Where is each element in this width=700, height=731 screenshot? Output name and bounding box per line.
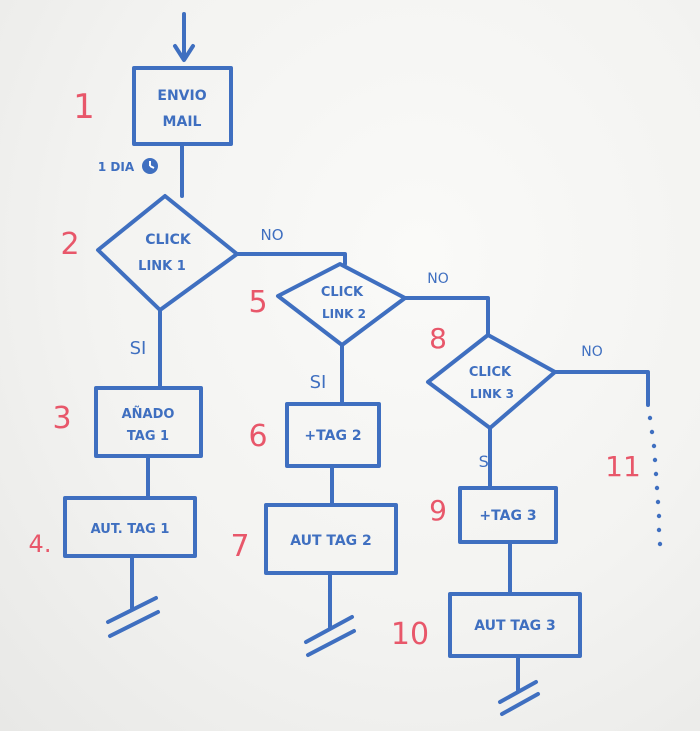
node-6-line1: +TAG 2: [304, 428, 361, 444]
ground-terminal-icon: [106, 554, 160, 638]
node-4-line1: AUT. TAG 1: [91, 522, 170, 537]
clock-icon: [142, 158, 158, 174]
node-8-line2: LINK 3: [470, 387, 514, 401]
node-7-number: 7: [230, 529, 249, 564]
node-9-line1: +TAG 3: [479, 508, 536, 524]
node-3-line1: AÑADO: [122, 406, 175, 422]
edge-5-6-label: SI: [310, 372, 327, 393]
node-4-number: 4.: [29, 530, 52, 558]
edge-2-3-label: SI: [130, 338, 147, 359]
edge-8-11-label: NO: [581, 344, 603, 360]
node-10-line1: AUT TAG 3: [474, 618, 556, 634]
entry-arrow: [173, 12, 195, 62]
node-2-number: 2: [60, 227, 79, 262]
node-5-line2: LINK 2: [322, 307, 366, 321]
node-1-line1: ENVIO: [157, 88, 206, 104]
node-2-line2: LINK 1: [138, 259, 186, 274]
node-4-automation-tag-1: AUT. TAG 1: [63, 496, 197, 558]
node-7-line1: AUT TAG 2: [290, 533, 372, 549]
node-2-decision-click-link-1: CLICK LINK 1: [96, 194, 239, 312]
node-6-add-tag-2: +TAG 2: [285, 402, 381, 468]
node-8-decision-click-link-3: CLICK LINK 3: [426, 333, 557, 430]
node-8-line1: CLICK: [469, 365, 512, 380]
node-10-automation-tag-3: AUT TAG 3: [448, 592, 582, 658]
node-3-number: 3: [52, 401, 71, 436]
node-10-number: 10: [391, 617, 429, 652]
node-1-send-mail: ENVIO MAIL: [132, 66, 233, 146]
node-11-continuation-dots: [647, 415, 663, 547]
ground-terminal-icon: [498, 654, 540, 716]
node-5-line1: CLICK: [321, 285, 364, 300]
node-1-line2: MAIL: [163, 114, 202, 130]
node-5-number: 5: [248, 285, 267, 320]
node-6-number: 6: [248, 419, 267, 454]
node-9-add-tag-3: +TAG 3: [458, 486, 558, 544]
wait-label: 1 DIA: [98, 160, 135, 174]
node-5-decision-click-link-2: CLICK LINK 2: [276, 262, 407, 347]
edge-8-9-label: SI: [479, 452, 494, 471]
edge-5-8-label: NO: [427, 271, 449, 287]
node-11-number: 11: [605, 450, 641, 483]
node-8-number: 8: [429, 322, 447, 355]
node-2-line1: CLICK: [145, 232, 192, 248]
node-3-add-tag-1: AÑADO TAG 1: [94, 386, 203, 458]
node-1-number: 1: [73, 87, 95, 127]
node-7-automation-tag-2: AUT TAG 2: [264, 503, 398, 575]
ground-terminal-icon: [304, 571, 356, 657]
node-3-line2: TAG 1: [127, 429, 169, 444]
node-9-number: 9: [429, 494, 447, 527]
edge-2-5-label: NO: [260, 226, 283, 244]
